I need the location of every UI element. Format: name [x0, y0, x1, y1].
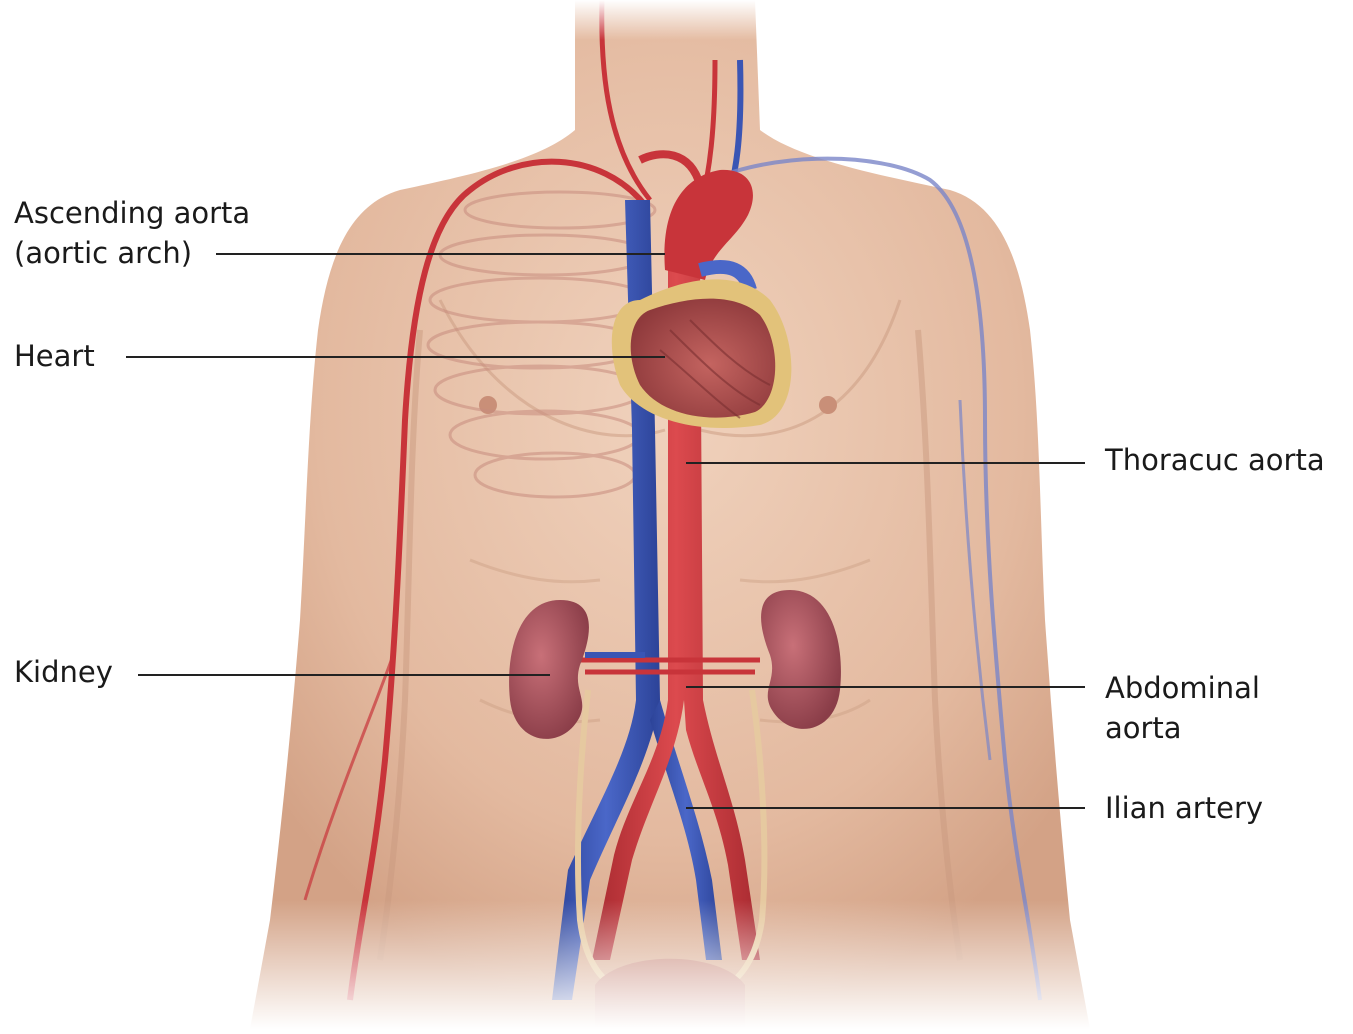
label-abdominal-aorta-line1: Abdominal — [1105, 668, 1260, 708]
label-heart: Heart — [14, 336, 95, 376]
label-iliac-artery: Ilian artery — [1105, 788, 1263, 828]
label-iliac-artery-text: Ilian artery — [1105, 788, 1263, 828]
label-ascending-aorta: Ascending aorta (aortic arch) — [14, 193, 250, 273]
label-heart-text: Heart — [14, 336, 95, 376]
label-kidney: Kidney — [14, 652, 113, 692]
label-abdominal-aorta: Abdominal aorta — [1105, 668, 1260, 748]
label-thoracic-aorta-text: Thoracuc aorta — [1105, 440, 1325, 480]
label-ascending-aorta-line1: Ascending aorta — [14, 193, 250, 233]
label-kidney-text: Kidney — [14, 652, 113, 692]
label-ascending-aorta-line2: (aortic arch) — [14, 233, 250, 273]
label-abdominal-aorta-line2: aorta — [1105, 708, 1260, 748]
label-thoracic-aorta: Thoracuc aorta — [1105, 440, 1325, 480]
right-nipple — [819, 396, 837, 414]
